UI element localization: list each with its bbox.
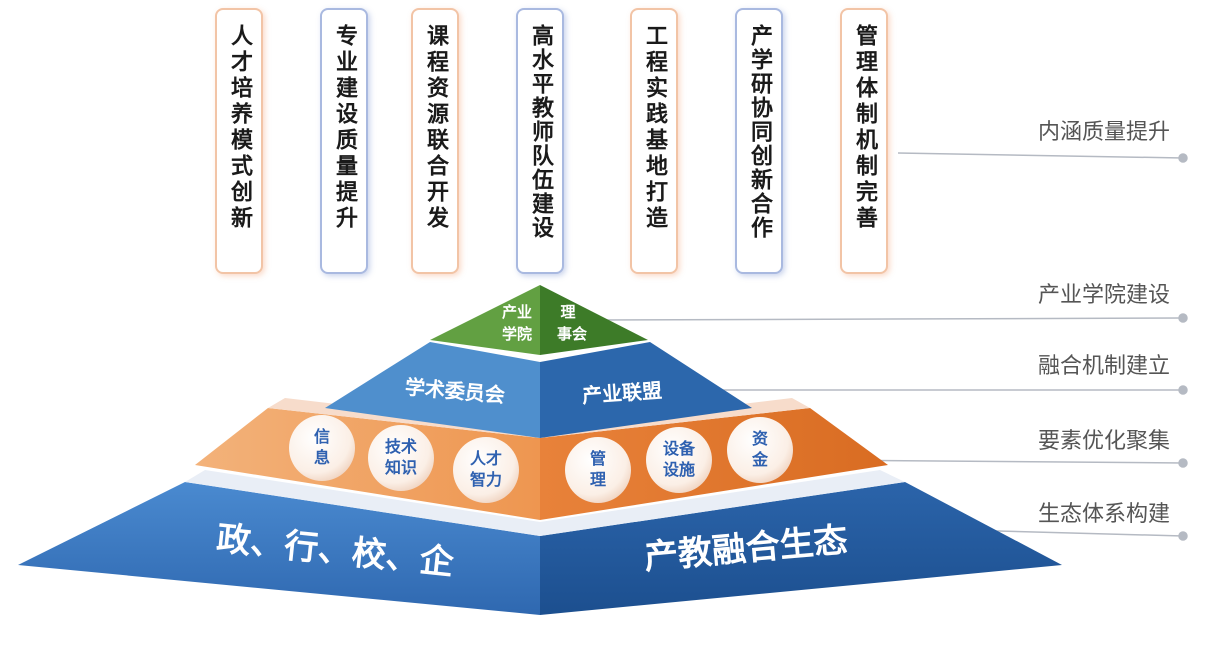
card-research-cooperation: 产学研协同创新合作 [735, 8, 783, 274]
card-teacher-team: 高水平教师队伍建设 [516, 8, 564, 274]
ball-information: 信 息 [289, 415, 355, 481]
ball-funds: 资 金 [727, 417, 793, 483]
card-management-system: 管理体制机制完善 [840, 8, 888, 274]
label-connotation-quality: 内涵质量提升 [1037, 120, 1170, 145]
svg-text:理: 理 [590, 470, 606, 489]
svg-text:管: 管 [590, 449, 606, 468]
svg-text:资: 资 [752, 429, 768, 448]
label-industry-college: 产业学院建设 [1037, 283, 1170, 308]
tier-base [18, 470, 1062, 615]
tier-mechanism [325, 342, 752, 438]
element-balls: 信 息 技术 知识 人才 智力 管 理 设备 设施 资 金 [289, 415, 793, 503]
ball-management: 管 理 [565, 437, 631, 503]
svg-text:信: 信 [314, 427, 330, 446]
card-major-construction: 专业建设质量提升 [320, 8, 368, 274]
card-talent-training: 人才培养模式创新 [215, 8, 263, 274]
card-course-resources: 课程资源联合开发 [411, 8, 459, 274]
ball-technology: 技术 知识 [368, 425, 434, 491]
apex-left-line2: 学院 [502, 325, 532, 343]
svg-text:设备: 设备 [663, 439, 696, 458]
svg-text:知识: 知识 [385, 458, 417, 477]
tier-apex [430, 285, 648, 355]
label-integration-mechanism: 融合机制建立 [1037, 354, 1170, 379]
apex-left-line1: 产业 [502, 303, 532, 321]
ball-equipment: 设备 设施 [646, 427, 712, 493]
apex-right-line2: 事会 [557, 325, 587, 343]
label-ecosystem-construction: 生态体系构建 [1037, 502, 1170, 527]
svg-text:金: 金 [751, 450, 769, 469]
industry-alliance-label: 产业联盟 [581, 378, 662, 408]
svg-text:技术: 技术 [385, 437, 417, 456]
svg-text:息: 息 [314, 448, 330, 467]
svg-text:人才: 人才 [470, 449, 502, 468]
connector-lines [599, 152, 1188, 541]
apex-right-line1: 理 [560, 303, 575, 321]
card-practice-base: 工程实践基地打造 [630, 8, 678, 274]
ball-talent: 人才 智力 [453, 437, 519, 503]
label-element-optimization: 要素优化聚集 [1037, 429, 1170, 454]
svg-text:智力: 智力 [470, 470, 502, 489]
svg-text:设施: 设施 [663, 460, 695, 479]
